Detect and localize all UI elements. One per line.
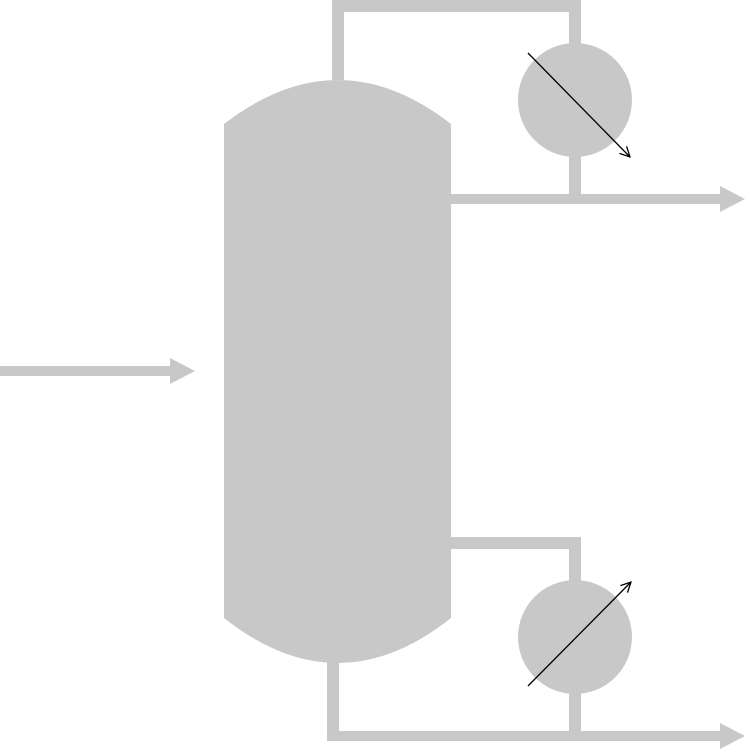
condenser-arrow-icon bbox=[527, 52, 630, 157]
condenser bbox=[518, 43, 632, 157]
reboiler-arrow-icon bbox=[527, 582, 631, 687]
reboiler bbox=[518, 580, 632, 694]
reboiler-feed-line bbox=[445, 537, 581, 584]
bottom-product-stream bbox=[327, 723, 745, 749]
feed-stream bbox=[0, 358, 195, 384]
top-product-stream bbox=[445, 186, 745, 212]
reboiler-body bbox=[518, 580, 632, 694]
distillation-column bbox=[224, 80, 451, 663]
overhead-vapor-line bbox=[332, 0, 581, 80]
